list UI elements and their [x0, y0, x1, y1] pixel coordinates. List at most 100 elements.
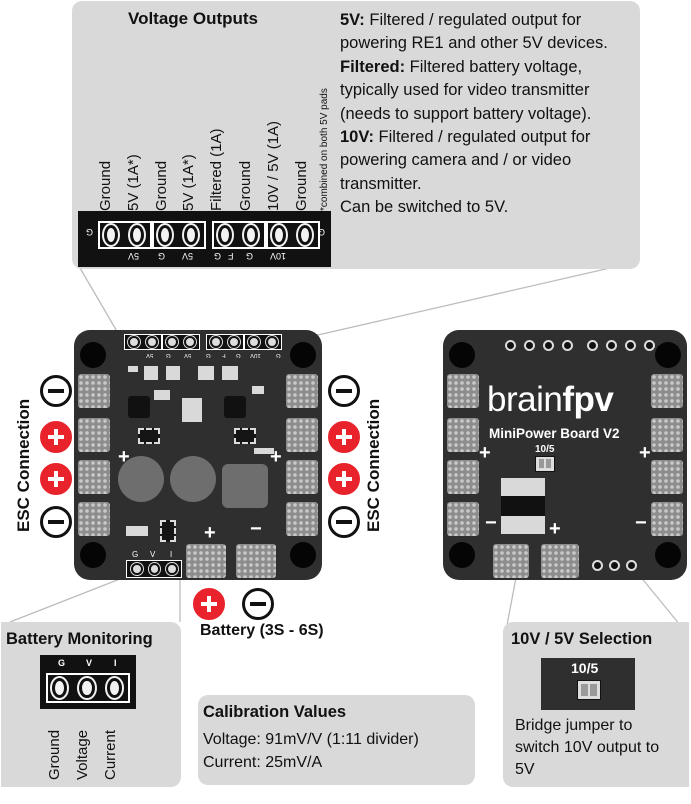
esc-pad-icon: [78, 502, 110, 536]
smd-component: [154, 390, 170, 400]
battery-label: Battery (3S - 6S): [200, 622, 324, 639]
esc-pad-icon: [286, 460, 318, 494]
esc-pad-icon: [651, 502, 683, 536]
front-top-label-6: G: [236, 352, 241, 358]
esc-right-minus-icon-1: [328, 375, 360, 407]
esc-left-plus-icon-2: [40, 463, 72, 495]
mount-hole-icon: [80, 542, 106, 568]
esc-pad-icon: [447, 460, 479, 494]
vo-pin-group-2: [152, 221, 206, 249]
esc-pad-icon: [286, 502, 318, 536]
vo-pin-label-1: Ground: [97, 160, 114, 211]
smd-component: [126, 526, 148, 536]
capacitor: [170, 456, 216, 502]
vo-pin-label-8: Ground: [293, 160, 310, 211]
selection-jumper-label: 10/5: [571, 660, 599, 676]
esc-left-minus-icon-1: [40, 375, 72, 407]
mount-hole-icon: [449, 342, 475, 368]
vo-connector-bottom-label-2: G: [158, 251, 166, 261]
mount-hole-icon: [80, 342, 106, 368]
front-top-pins-a: [124, 334, 162, 350]
bm-pins: [46, 673, 130, 703]
battery-pad: [493, 544, 529, 578]
battery-pad: [541, 544, 579, 578]
smd-component: [254, 448, 274, 454]
back-inductor: [501, 478, 545, 534]
mount-hole-icon: [290, 542, 316, 568]
pcb-minus-mark: −: [250, 518, 262, 540]
desc-note: Can be switched to 5V.: [340, 198, 509, 217]
selection-title: 10V / 5V Selection: [511, 630, 653, 648]
esc-pad-icon: [78, 460, 110, 494]
voltage-outputs-title: Voltage Outputs: [128, 9, 259, 28]
brand-logo: brainfpv: [487, 380, 614, 420]
vo-pin-label-4: 5V (1A*): [180, 154, 197, 211]
esc-pad-icon: [447, 374, 479, 408]
selection-callout: 10V / 5V Selection 10/5 Bridge jumper to…: [503, 622, 689, 787]
inductor-chip: [224, 396, 246, 418]
desc-5v-term: 5V:: [340, 11, 365, 29]
battery-pad-minus: [236, 544, 276, 578]
battery-pad-plus: [186, 544, 226, 578]
desc-10v-term: 10V:: [340, 128, 374, 147]
front-monitor-label-i: I: [170, 550, 173, 559]
vo-connector-end-label-left: G: [86, 227, 94, 237]
esc-right-plus-icon-2: [328, 463, 360, 495]
brand-regular: brain: [487, 380, 563, 419]
desc-5v-text: Filtered / regulated output for powering…: [340, 11, 608, 53]
selection-jumper-graphic: 10/5: [541, 658, 635, 710]
esc-pad-icon: [651, 418, 683, 452]
board-back: brainfpv MiniPower Board V2 10/5 + + − −…: [443, 330, 687, 580]
esc-pad-icon: [447, 418, 479, 452]
ic-chip: [160, 520, 176, 542]
desc-5v: 5V: Filtered / regulated output for powe…: [340, 9, 636, 56]
front-top-pins-b: [162, 334, 200, 350]
front-top-pins-c: [206, 334, 244, 350]
smd-component: [128, 366, 138, 372]
pcb-plus-mark: +: [479, 442, 491, 464]
bm-pin-label-g: G: [58, 658, 66, 668]
vo-connector-bottom-label-3: 5V: [182, 251, 194, 261]
pcb-minus-mark: −: [485, 512, 497, 534]
vo-pin-label-5: Filtered (1A): [208, 128, 225, 211]
esc-pad-icon: [651, 460, 683, 494]
esc-right-plus-icon-1: [328, 421, 360, 453]
vo-pin-label-6: Ground: [237, 160, 254, 211]
esc-connection-left: ESC Connection: [14, 398, 33, 532]
calibration-voltage: Voltage: 91mV/V (1:11 divider): [203, 731, 419, 748]
front-monitor-label-v: V: [150, 550, 156, 559]
vo-connector-bottom-label-1: 5V: [128, 251, 140, 261]
front-top-label-4: G: [206, 352, 211, 358]
battery-plus-icon: [193, 588, 225, 620]
vo-pin-group-4: [266, 221, 320, 249]
desc-filtered-text: Filtered battery voltage, typically used…: [340, 57, 592, 123]
battery-minus-icon: [242, 588, 274, 620]
pcb-plus-mark: +: [549, 518, 561, 540]
selection-text: Bridge jumper to switch 10V output to 5V: [515, 717, 660, 778]
battery-monitoring-callout: Battery Monitoring G V I Ground Voltage …: [1, 622, 181, 787]
front-top-label-8: G: [276, 352, 281, 358]
desc-filtered-term: Filtered:: [340, 57, 406, 76]
bm-label-ground: Ground: [46, 729, 63, 780]
esc-pad-icon: [78, 418, 110, 452]
mount-hole-icon: [655, 342, 681, 368]
bm-label-voltage: Voltage: [74, 729, 91, 780]
esc-pad-icon: [78, 374, 110, 408]
esc-pad-icon: [651, 374, 683, 408]
vo-footnote: *combined on both 5V pads: [319, 88, 330, 211]
front-top-label-3: 5V: [184, 352, 192, 358]
power-module: [222, 464, 268, 508]
mount-hole-icon: [655, 542, 681, 568]
esc-pad-icon: [286, 374, 318, 408]
back-top-pads: [501, 340, 659, 351]
pcb-plus-mark: +: [639, 442, 651, 464]
voltage-descriptions: 5V: Filtered / regulated output for powe…: [340, 9, 636, 220]
esc-pad-icon: [286, 418, 318, 452]
smd-component: [222, 366, 238, 380]
esc-left-minus-icon-2: [40, 506, 72, 538]
mount-hole-icon: [290, 342, 316, 368]
capacitor: [118, 456, 164, 502]
vo-connector-bottom-label-6: G: [246, 251, 254, 261]
battery-monitoring-connector: G V I: [40, 655, 136, 709]
front-top-label-2: G: [166, 352, 171, 358]
